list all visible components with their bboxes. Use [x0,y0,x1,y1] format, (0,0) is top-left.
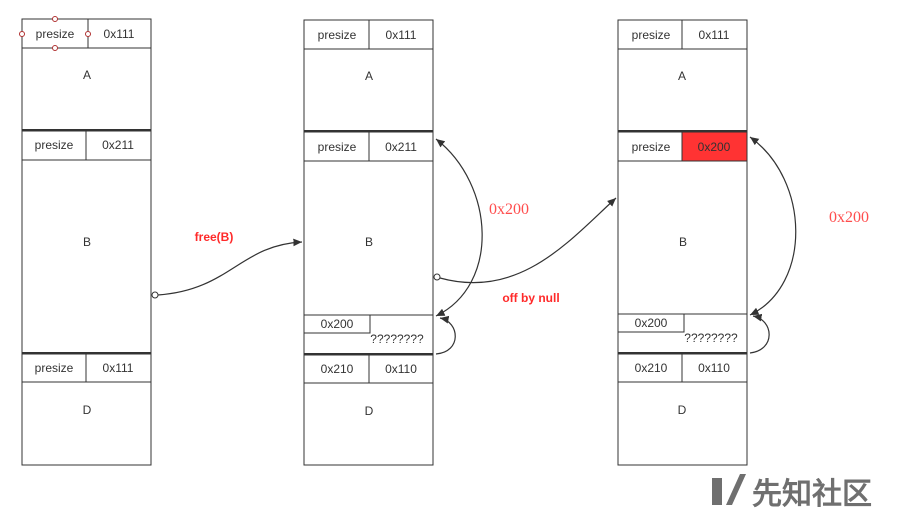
size-value: 0x200 [698,140,731,154]
chunk-a-label: A [678,69,686,83]
prev-size-value: 0x210 [635,361,668,375]
heap-column-1: presize 0x111 A presize 0x211 B presize … [19,16,152,466]
loop-arrow [435,315,456,355]
distance-label: 0x200 [489,201,529,218]
xianzhi-logo-icon [712,474,746,505]
chunk-d-header: presize 0x111 [21,353,152,383]
chunk-b-header: presize 0x211 [21,130,152,161]
chunk-d-label: D [365,404,374,418]
chunk-b-label: B [679,235,687,249]
chunk-b-header: presize 0x211 [303,131,434,162]
size-value: 0x211 [102,138,134,152]
chunk-column-outline [21,18,152,466]
prev-size-value: 0x200 [635,316,668,330]
distance-label: 0x200 [829,209,869,226]
presize-label: presize [318,28,357,42]
chunk-b-label: B [365,235,373,249]
chunk-b-footer: 0x200 ???????? [617,313,738,345]
size-value: 0x111 [699,28,730,42]
unknown-bytes: ???????? [370,332,424,346]
presize-label: presize [318,140,357,154]
watermark: 先知社区 [712,474,872,512]
presize-label: presize [632,140,671,154]
size-value: 0x111 [386,28,417,42]
presize-label: presize [35,361,74,375]
chunk-a-label: A [365,69,373,83]
free-label: free(B) [195,230,234,244]
size-value: 0x211 [385,140,417,154]
off-by-null-label: off by null [502,291,559,305]
presize-label: presize [36,27,75,41]
size-value: 0x110 [385,362,417,376]
chunk-a-label: A [83,68,91,82]
free-arrow: free(B) [151,230,303,299]
presize-label: presize [35,138,74,152]
chunk-column-outline [617,19,748,466]
chunk-b-label: B [83,235,91,249]
size-value: 0x110 [698,361,730,375]
prev-size-value: 0x210 [321,362,354,376]
distance-arrow-column-3: 0x200 [749,136,869,316]
chunk-column-outline [303,19,434,466]
chunk-d-label: D [678,403,687,417]
heap-column-3: presize 0x111 A presize 0x200 B 0x200 ??… [617,19,748,466]
overwritten-size-cell [681,131,748,162]
chunk-a-header: presize 0x111 [21,18,152,49]
unknown-bytes: ???????? [684,331,738,345]
loop-arrow [749,313,770,354]
chunk-b-footer: 0x200 ???????? [303,314,424,346]
size-value: 0x111 [103,361,134,375]
chunk-a-header: presize 0x111 [617,19,748,50]
chunk-b-header: presize 0x200 [617,131,748,162]
distance-arrow-column-2: 0x200 [435,138,529,317]
watermark-text: 先知社区 [752,477,872,512]
chunk-d-header: 0x210 0x110 [617,353,748,383]
selection-handles[interactable] [19,16,91,51]
chunk-a-header: presize 0x111 [303,19,434,50]
size-value: 0x111 [104,27,135,41]
heap-column-2: presize 0x111 A presize 0x211 B 0x200 ??… [303,19,434,466]
chunk-d-label: D [83,403,92,417]
presize-label: presize [632,28,671,42]
chunk-d-header: 0x210 0x110 [303,354,434,384]
prev-size-value: 0x200 [321,317,354,331]
